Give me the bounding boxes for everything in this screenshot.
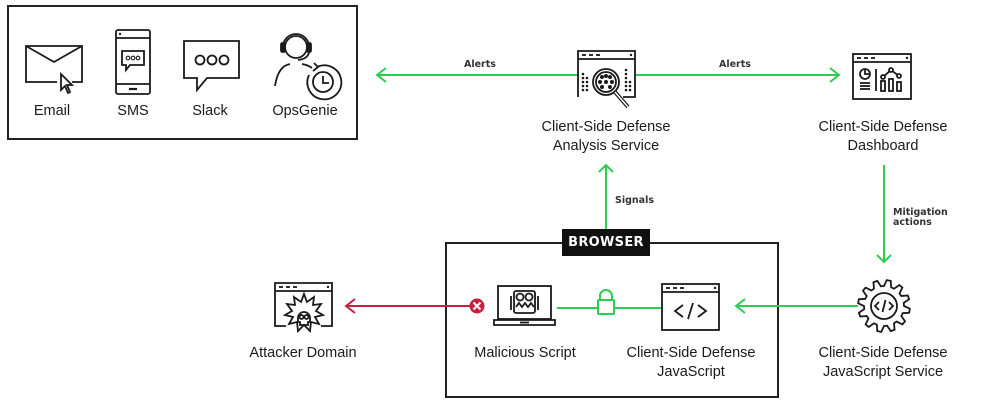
edge-label-alerts-left: Alerts xyxy=(464,59,496,70)
node-analysis-line1: Client-Side Defense xyxy=(541,119,671,135)
node-csd-js-service-line1: Client-Side Defense xyxy=(818,345,948,361)
node-dashboard-line2: Dashboard xyxy=(847,138,919,154)
envelope-cursor-icon xyxy=(25,45,83,95)
analysis-magnifier-icon xyxy=(577,50,636,109)
edge-label-alerts-right: Alerts xyxy=(719,59,751,70)
signals-arrow xyxy=(598,163,614,229)
notification-channels-box xyxy=(7,5,358,140)
attacker-skull-window-icon xyxy=(274,282,333,333)
phone-message-icon xyxy=(115,29,151,95)
node-csd-javascript-line1: Client-Side Defense xyxy=(626,345,756,361)
node-csd-js-service-line2: JavaScript Service xyxy=(822,364,944,380)
node-dashboard-line1: Client-Side Defense xyxy=(818,119,948,135)
dashboard-window-icon xyxy=(852,53,912,100)
alerts-arrow-left xyxy=(375,67,578,83)
support-agent-clock-icon xyxy=(274,33,343,101)
node-csd-javascript-line2: JavaScript xyxy=(657,364,725,380)
channel-label-sms: SMS xyxy=(117,103,149,119)
alerts-arrow-right xyxy=(636,67,841,83)
node-analysis-line2: Analysis Service xyxy=(552,138,660,154)
browser-tag: BROWSER xyxy=(562,229,650,256)
deploy-arrow xyxy=(734,298,858,314)
channel-label-email: Email xyxy=(33,103,71,119)
mitigation-arrow xyxy=(876,165,892,264)
blocked-x-icon xyxy=(469,298,485,314)
gear-code-icon xyxy=(857,279,911,333)
node-attacker-domain: Attacker Domain xyxy=(249,345,357,361)
channel-label-opsgenie: OpsGenie xyxy=(272,103,338,119)
malicious-laptop-icon xyxy=(493,285,556,326)
blocked-exfil-arrow xyxy=(344,298,470,314)
code-window-icon xyxy=(661,283,720,331)
edge-label-signals: Signals xyxy=(615,195,654,206)
lock-icon xyxy=(597,289,615,315)
edge-label-mitigation-1: Mitigation xyxy=(893,207,948,218)
channel-label-slack: Slack xyxy=(192,103,228,119)
node-malicious-script: Malicious Script xyxy=(474,345,576,361)
chat-bubble-icon xyxy=(183,40,240,93)
edge-label-mitigation-2: actions xyxy=(893,217,932,228)
